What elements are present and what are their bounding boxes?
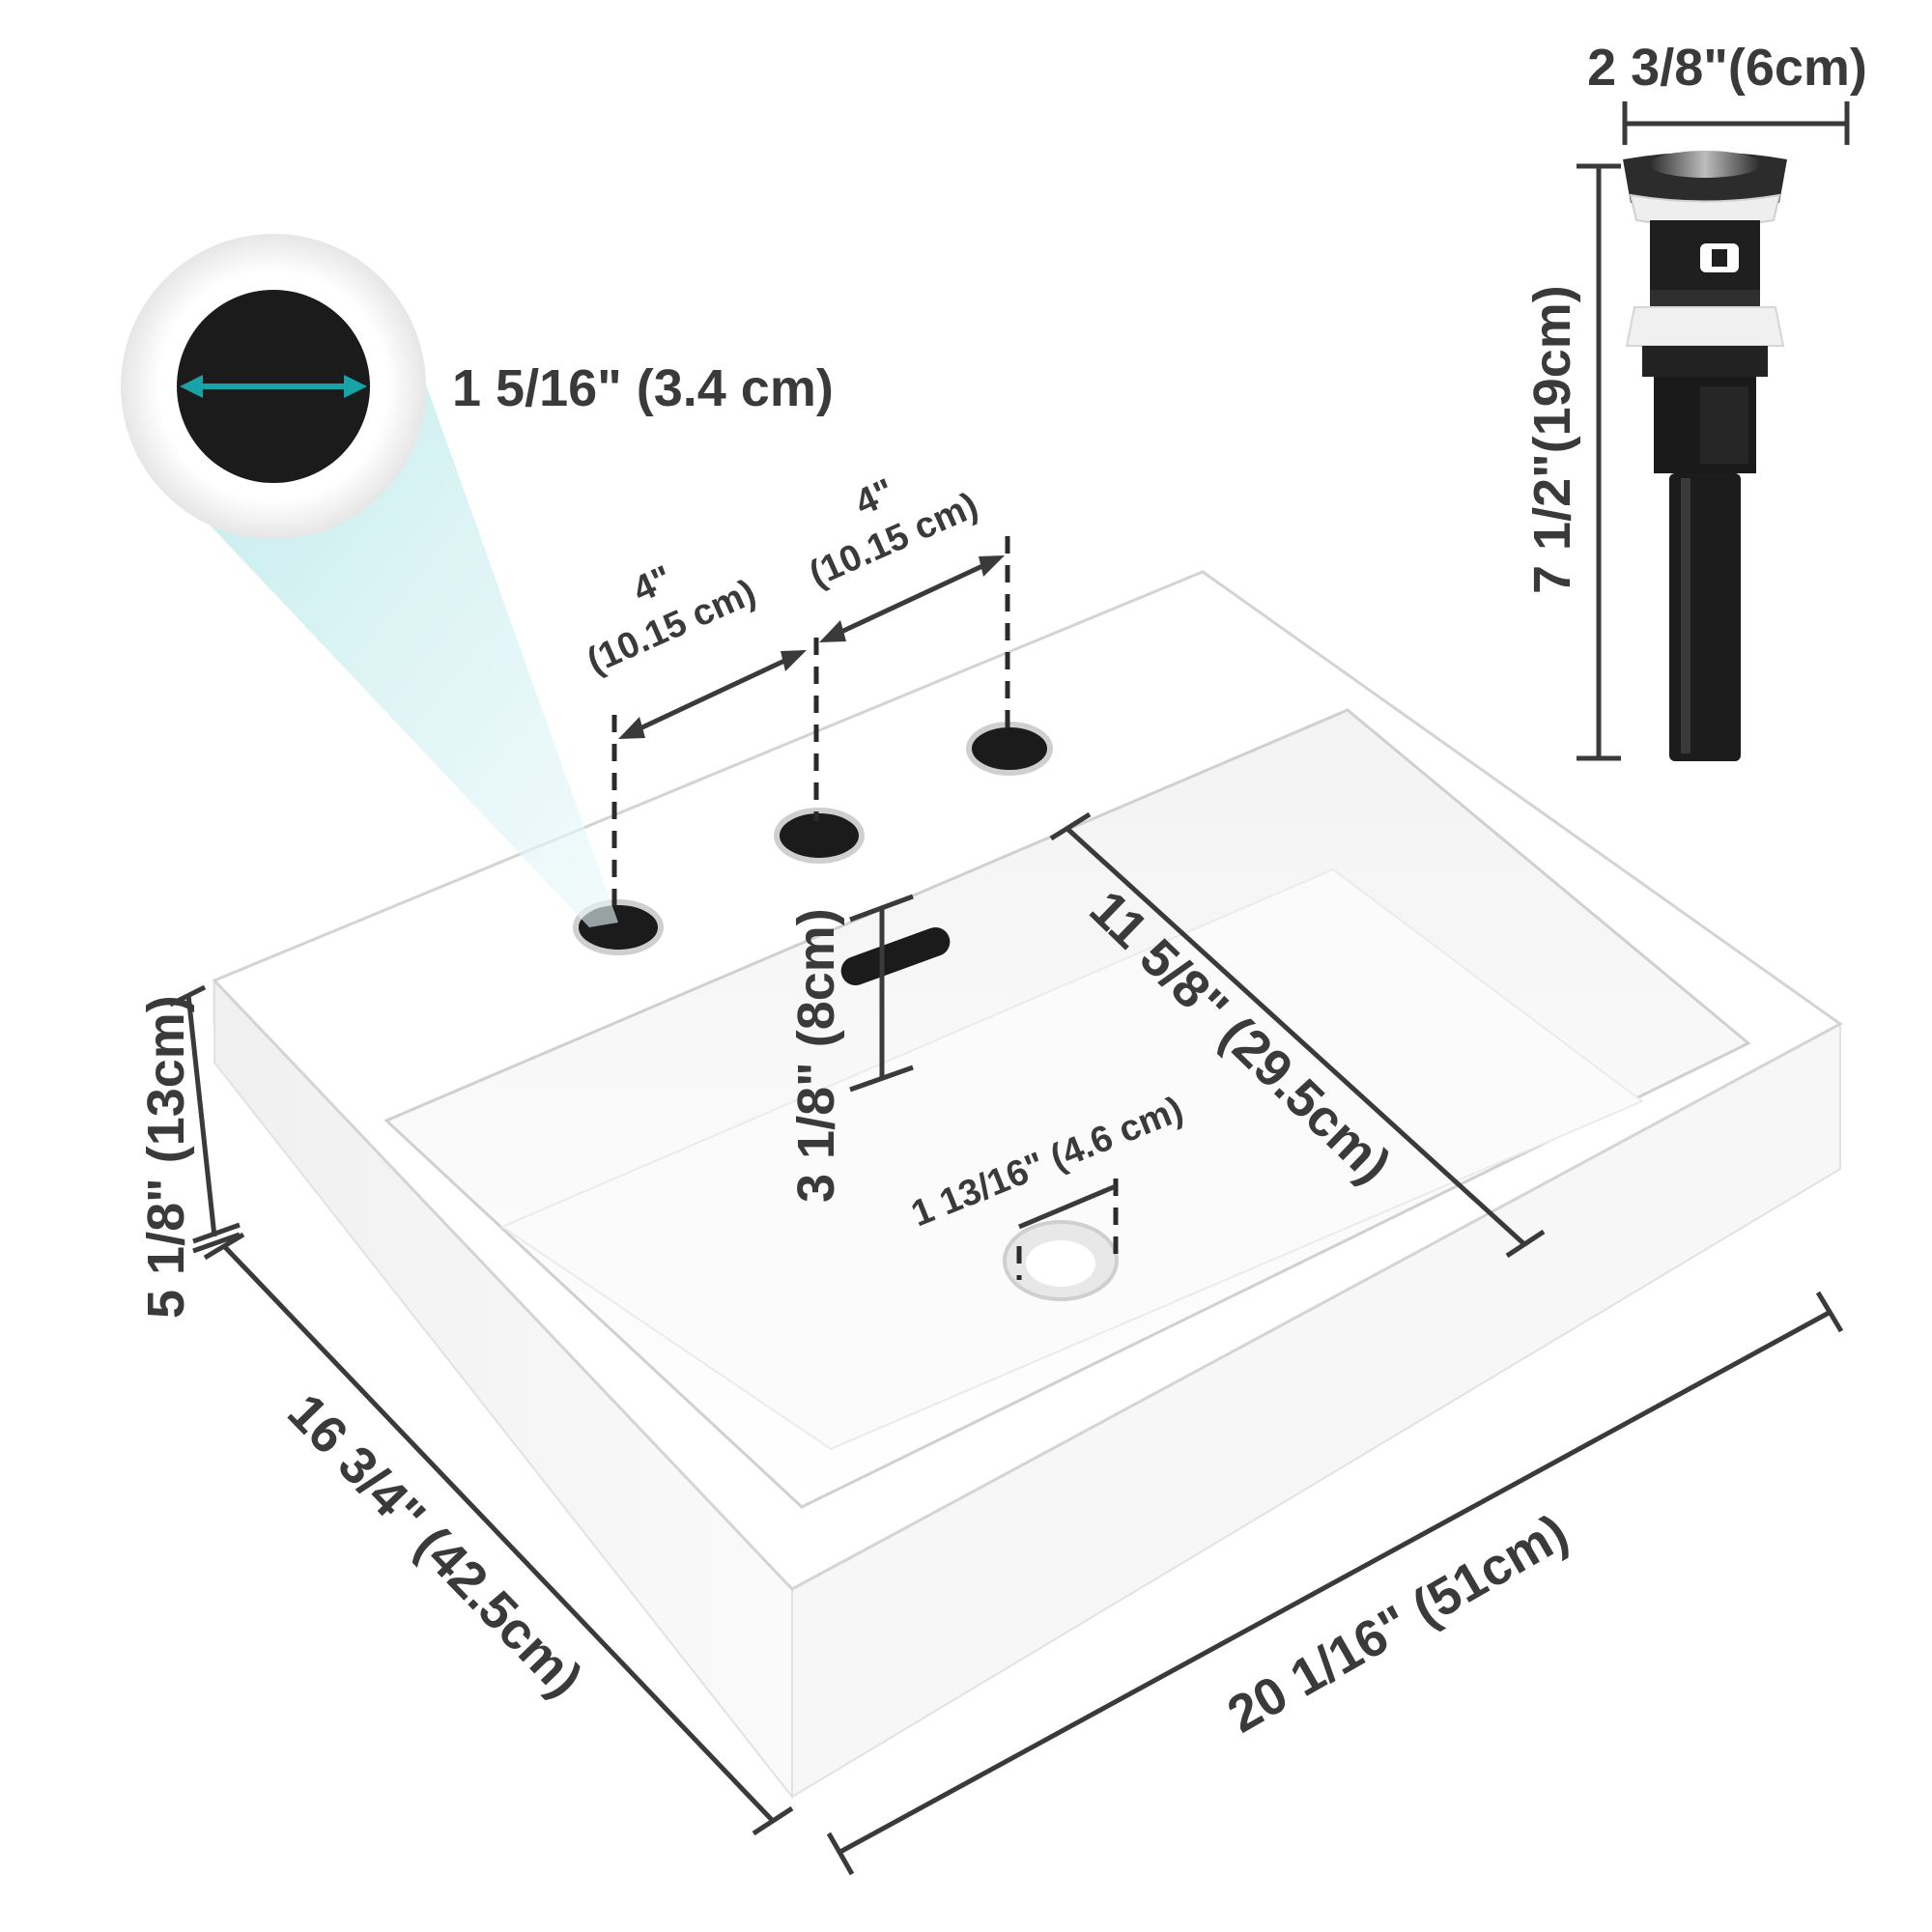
drain-hole-magnifier: 1 5/16" (3.4 cm) bbox=[121, 234, 834, 927]
diameter-arrow-right-head bbox=[344, 375, 367, 398]
sink-illustration bbox=[212, 570, 1843, 1800]
pop-up-drain-illustration: 2 3/8"(6cm) 7 1/2"(19cm) bbox=[1523, 39, 1867, 761]
pop-up-width-label: 2 3/8"(6cm) bbox=[1587, 39, 1867, 97]
faucet-left-span-line bbox=[626, 652, 799, 737]
sink-height-label: 5 1/8" (13cm) bbox=[137, 995, 195, 1319]
sink-depth-line bbox=[222, 1244, 775, 1823]
drain-nut bbox=[1642, 346, 1768, 377]
faucet-spacing-left-inch: 4" bbox=[627, 558, 678, 611]
sink-height-dimension: 5 1/8" (13cm) bbox=[137, 984, 241, 1319]
drain-hole-diameter-label: 1 5/16" (3.4 cm) bbox=[452, 359, 834, 417]
drain-tail-pipe bbox=[1669, 473, 1741, 761]
overflow-slot bbox=[840, 926, 951, 986]
sink-width-line bbox=[837, 1309, 1833, 1856]
sink-height-line bbox=[185, 994, 217, 1237]
faucet-right-span-line bbox=[827, 557, 997, 640]
basin-length-line bbox=[1065, 827, 1526, 1246]
faucet-spacing-left-text: 4" (10.15 cm) bbox=[582, 558, 762, 682]
faucet-spacing-right-text: 4" (10.15 cm) bbox=[804, 471, 984, 595]
sink-width-label: 20 1/16" (51cm) bbox=[1218, 1503, 1577, 1744]
sink-basin-floor bbox=[499, 867, 1644, 1451]
faucet-spacing-right-inch: 4" bbox=[849, 471, 900, 524]
diameter-arrow-left-head bbox=[180, 375, 203, 398]
drain-lower-gasket bbox=[1625, 306, 1785, 347]
drain-opening-line bbox=[1018, 1183, 1117, 1230]
overflow-height-dimension: 3 1/8" (8cm) bbox=[787, 894, 914, 1203]
overflow-height-label: 3 1/8" (8cm) bbox=[787, 908, 845, 1203]
faucet-hole-center bbox=[774, 808, 865, 864]
pop-up-length-label: 7 1/2"(19cm) bbox=[1523, 285, 1581, 594]
faucet-hole-right bbox=[966, 722, 1053, 776]
